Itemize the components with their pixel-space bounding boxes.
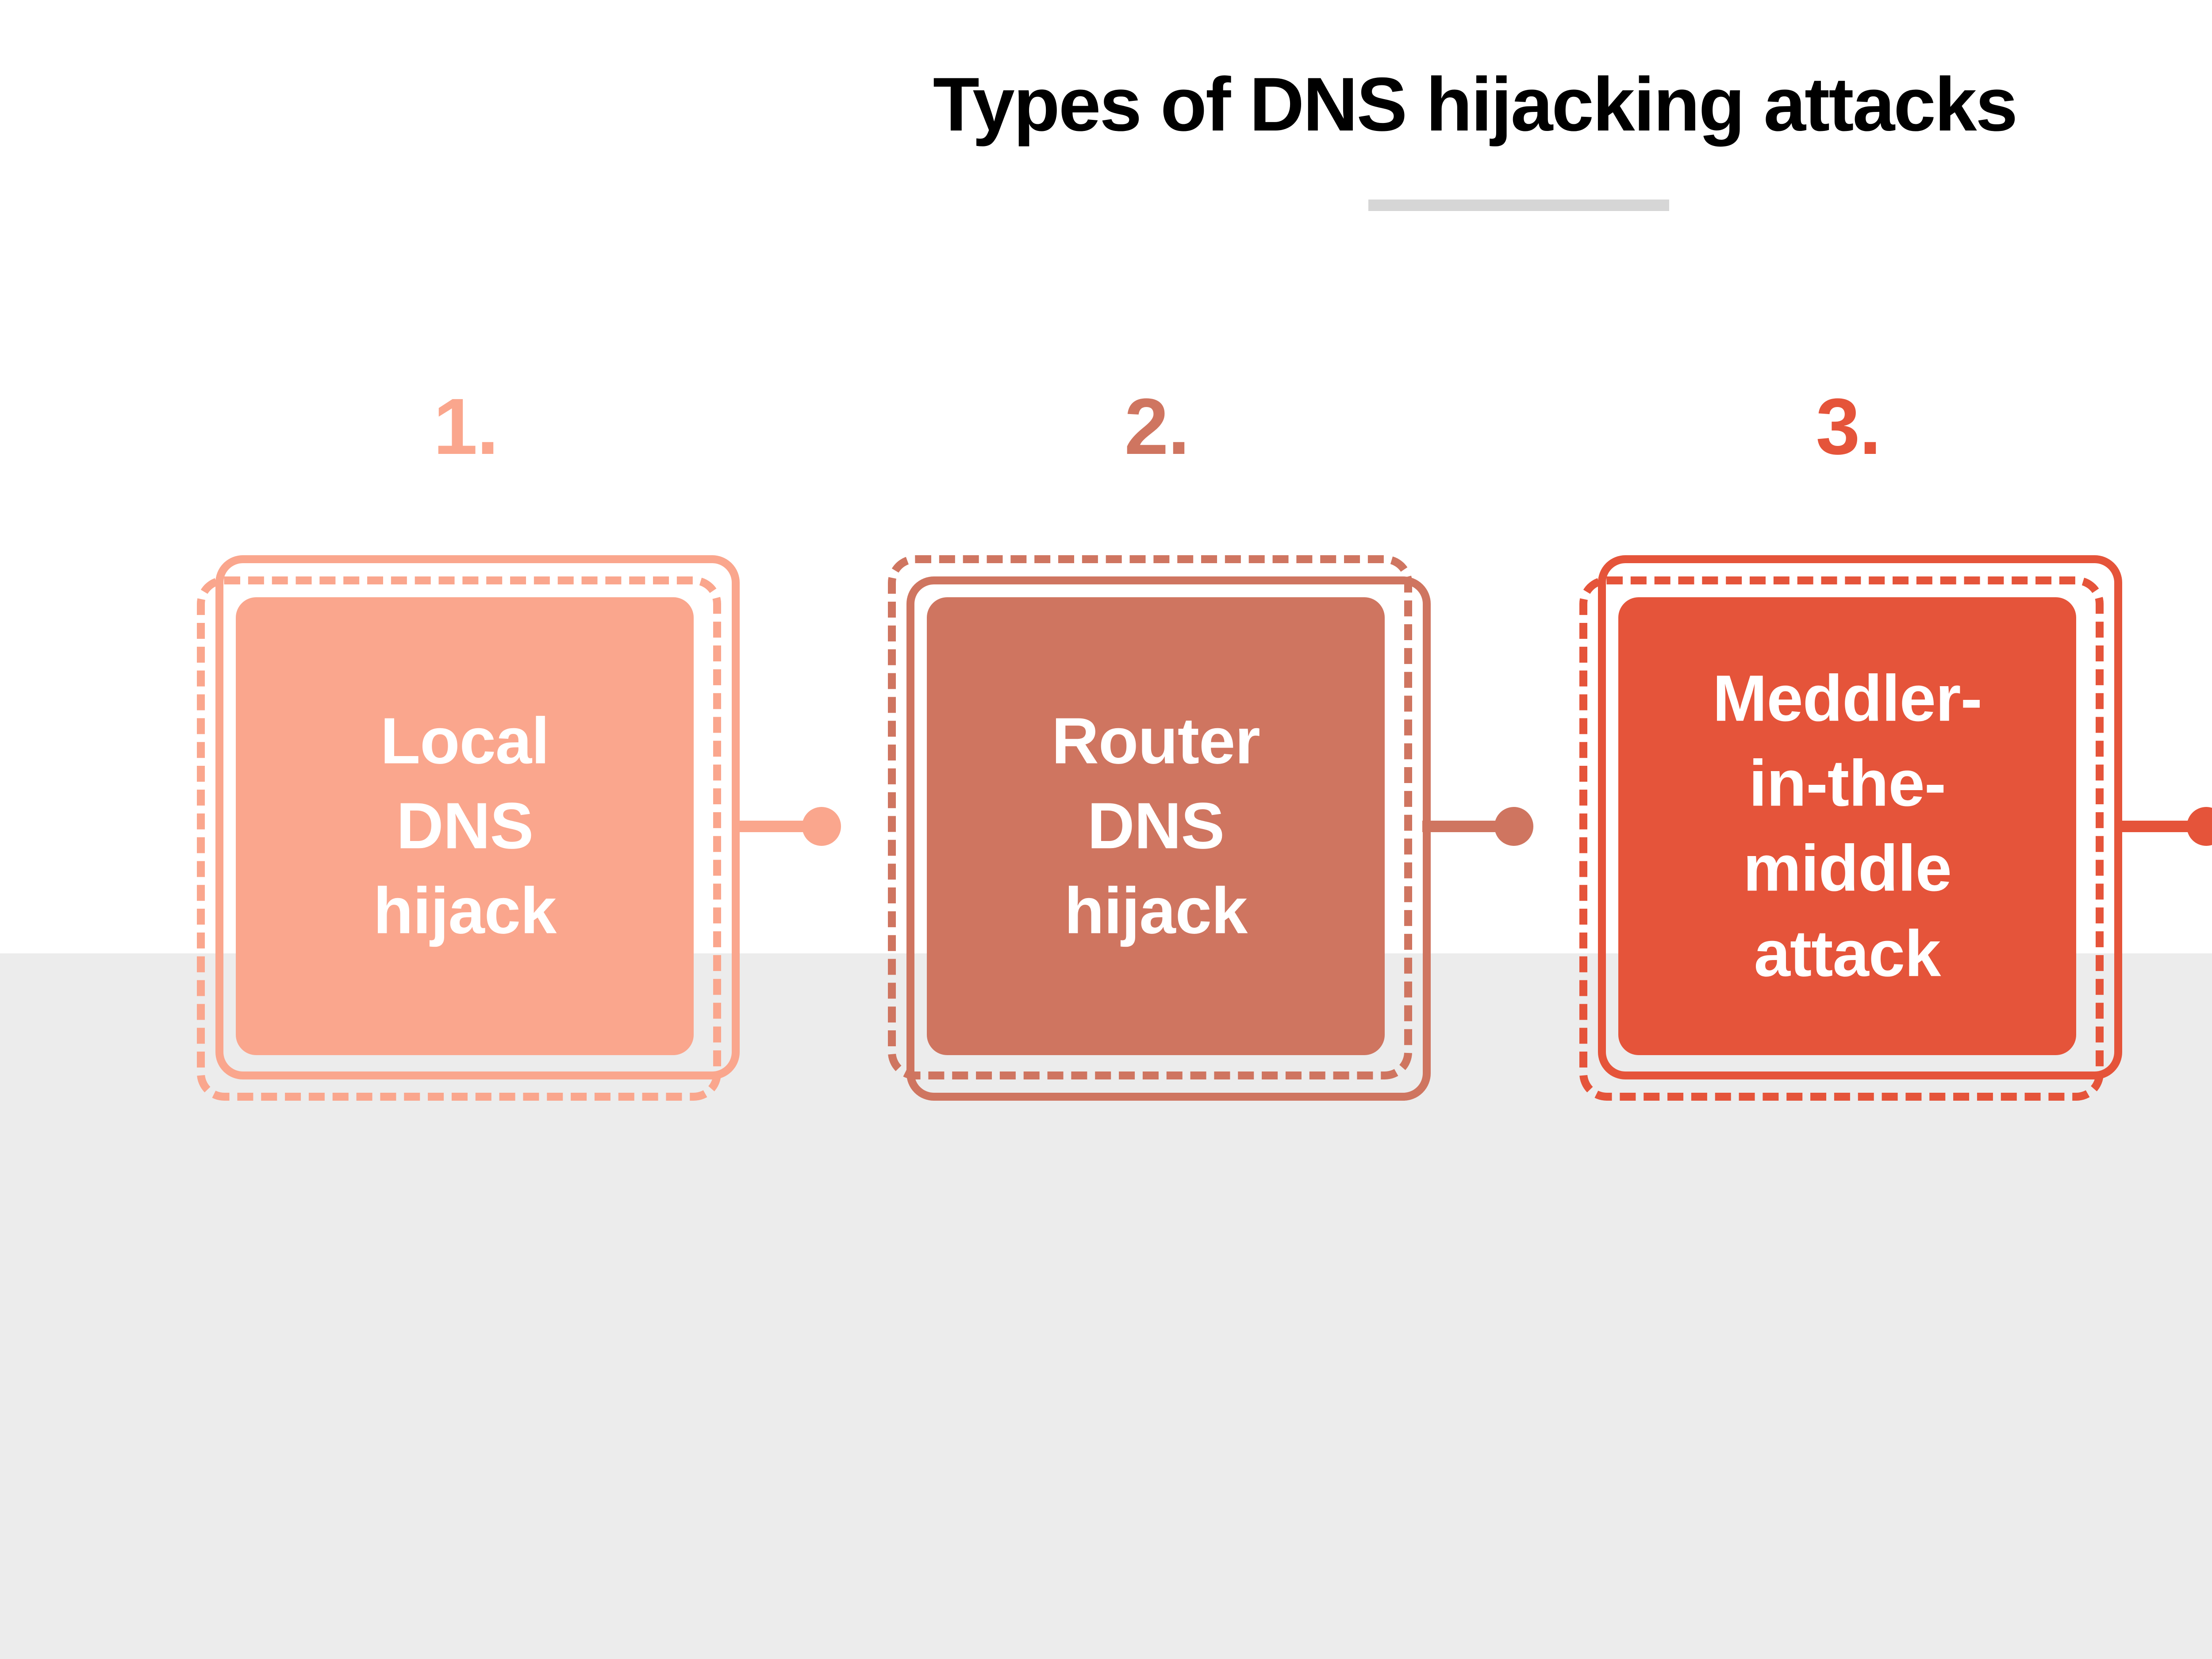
connector-1-to-2 xyxy=(732,807,841,846)
card-body[interactable]: Router DNS hijack xyxy=(927,597,1385,1055)
card-body[interactable]: Meddler- in-the- middle attack xyxy=(1618,597,2076,1055)
header: Types of DNS hijacking attacks xyxy=(0,0,2212,274)
connector-dot-icon xyxy=(1494,807,1533,846)
card-router-dns-hijack[interactable]: 2.Router DNS hijack xyxy=(888,387,1431,1101)
card-solid-outline xyxy=(215,555,740,1079)
connector-3-to-4 xyxy=(2117,807,2212,846)
connector-dot-icon xyxy=(2187,807,2212,846)
card-meddler-in-the-middle-attack[interactable]: 3.Meddler- in-the- middle attack xyxy=(1579,387,2122,1101)
card-label: Local DNS hijack xyxy=(373,704,557,948)
card-local-dns-hijack[interactable]: 1.Local DNS hijack xyxy=(197,387,740,1101)
title-divider xyxy=(1368,200,1669,211)
card-label: Router DNS hijack xyxy=(1052,704,1260,948)
connector-dot-icon xyxy=(802,807,841,846)
card-number-label: 3. xyxy=(1816,382,1881,471)
card-dashed-outline xyxy=(197,576,721,1101)
card-body[interactable]: Local DNS hijack xyxy=(236,597,694,1055)
card-dashed-outline xyxy=(1579,576,2104,1101)
card-number-label: 2. xyxy=(1124,382,1190,471)
card-solid-outline xyxy=(906,576,1431,1101)
background-lower-band xyxy=(0,953,2212,1659)
card-label: Meddler- in-the- middle attack xyxy=(1713,661,1982,990)
card-dashed-outline xyxy=(888,555,1412,1079)
page-title: Types of DNS hijacking attacks xyxy=(933,62,2018,147)
connector-2-to-3 xyxy=(1422,807,1533,846)
card-number-label: 1. xyxy=(433,382,499,471)
card-solid-outline xyxy=(1598,555,2122,1079)
